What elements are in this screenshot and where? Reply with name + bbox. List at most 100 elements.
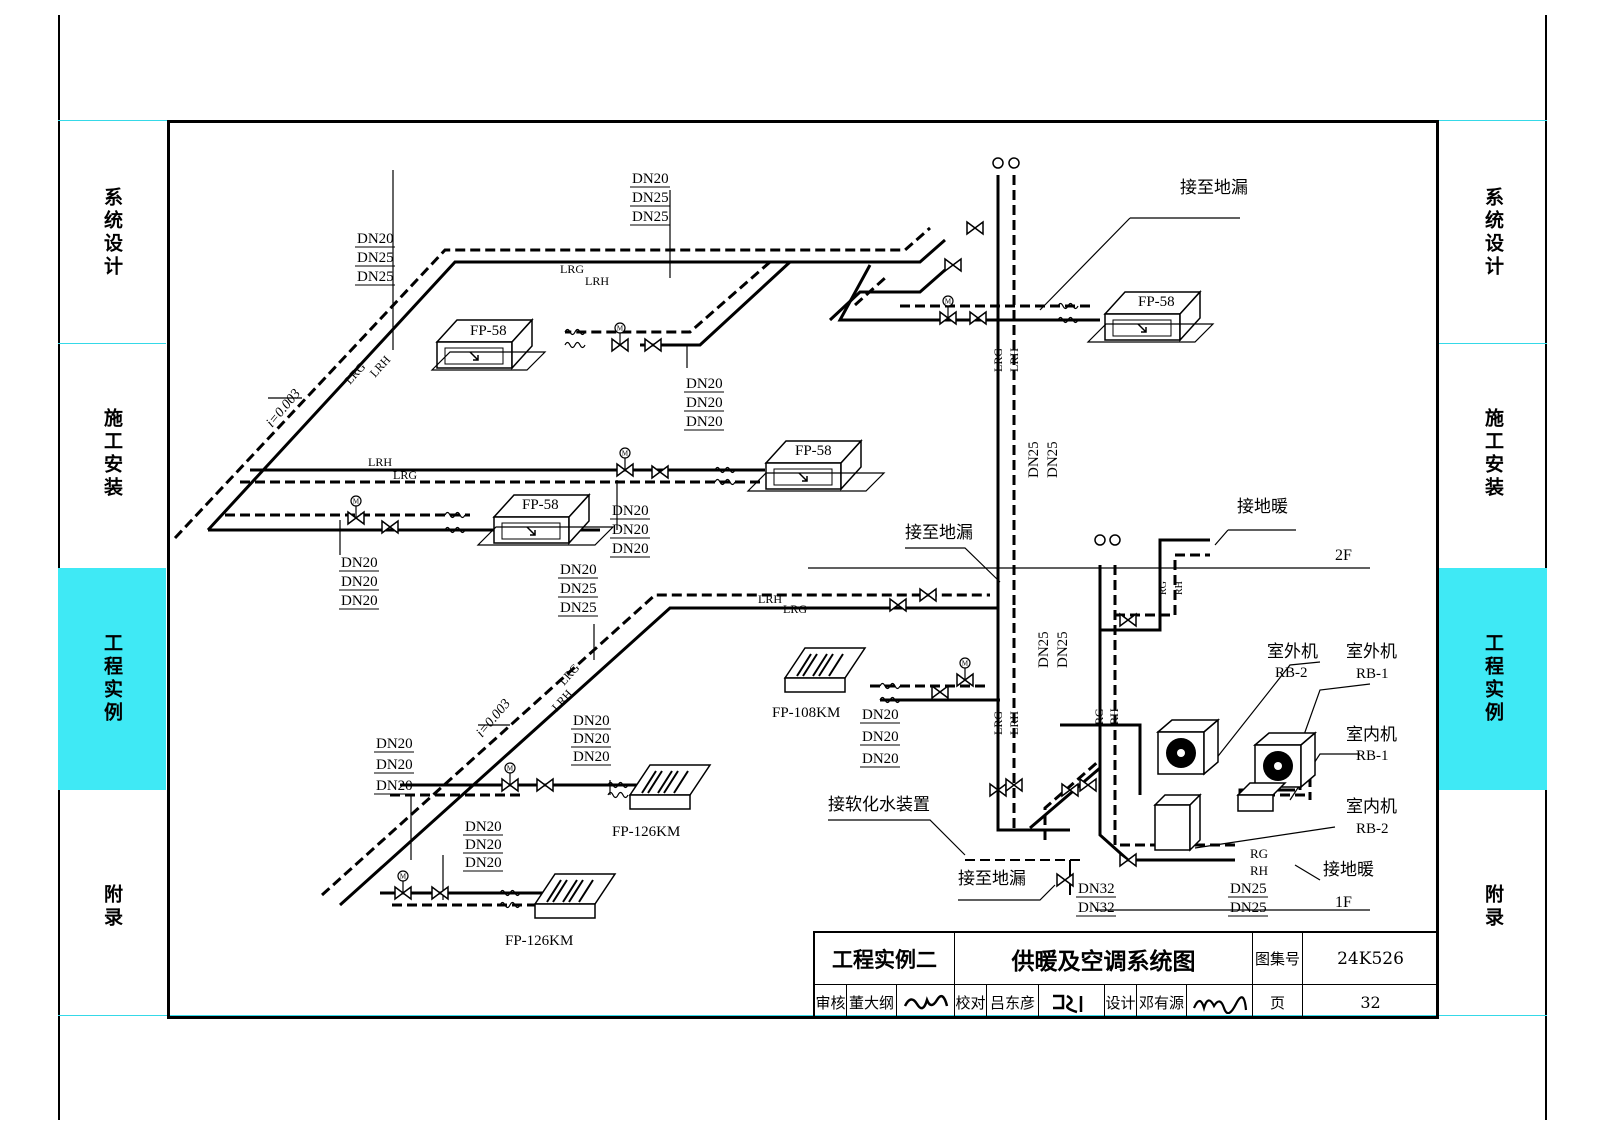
size-label: DN25 (1045, 441, 1061, 478)
size-label: DN20 (686, 414, 723, 430)
tab-construction[interactable]: 施工安装 (58, 343, 166, 565)
fp108-label: FP-108KM (772, 705, 840, 721)
note-floor-drain-2: 接至地漏 (905, 523, 973, 542)
cyan-guide-r1 (1439, 343, 1547, 344)
size-stack-mid-upper: DN20 DN20 DN20 (686, 376, 723, 430)
size-stack-left-lower: DN20 DN20 DN20 (341, 555, 378, 609)
fp126-label-a: FP-126KM (612, 824, 680, 840)
left-sidebar: 系统设计 施工安装 工程实例 附录 (58, 123, 166, 1020)
lrh-tag-riser-2: LRH (1007, 711, 1021, 735)
leader-lines (268, 170, 1371, 911)
lrh-tag-4: LRH (367, 353, 394, 380)
outdoor-rb1-code: RB-1 (1356, 666, 1389, 682)
reviewer-name: 董大纲 (848, 993, 894, 1012)
tab-label: 施工安装 (101, 408, 123, 500)
tab-label: 工程实例 (101, 633, 123, 725)
size-label: DN25 (1036, 631, 1052, 668)
checker-name: 吕东彦 (989, 993, 1035, 1012)
cyan-guide-bottom (58, 1015, 1547, 1016)
tab-project-examples-right[interactable]: 工程实例 (1439, 568, 1547, 790)
right-sidebar: 系统设计 施工安装 工程实例 附录 (1439, 123, 1547, 1020)
size-label: DN20 (686, 376, 723, 392)
reviewer-cell: 董大纲 (847, 985, 897, 1019)
indoor-unit-rb1 (1236, 782, 1287, 812)
size-label: DN25 (560, 600, 597, 616)
rh-tag-1f: RH (1250, 863, 1268, 878)
size-stack-dn25: DN25 DN25 (1230, 881, 1267, 916)
page-label: 页 (1269, 993, 1285, 1012)
fp126-unit-a (629, 764, 711, 810)
title-block: 工程实例二 供暖及空调系统图 图集号 24K526 审核 董大纲 校对 吕东彦 … (813, 931, 1438, 1019)
tab-appendix[interactable]: 附录 (58, 793, 166, 1020)
designer-name: 邓有源 (1138, 993, 1184, 1012)
size-label: DN20 (573, 731, 610, 747)
design-label-cell: 设计 (1105, 985, 1137, 1019)
fp126-unit-b (534, 873, 616, 919)
tab-project-examples[interactable]: 工程实例 (58, 568, 166, 790)
slope-lower: i=0.003 (474, 697, 514, 741)
tab-appendix-right[interactable]: 附录 (1439, 793, 1547, 1020)
rg-tag-1f: RG (1250, 846, 1268, 861)
designer-signature (1192, 996, 1247, 1014)
size-stack-top-left: DN20 DN25 DN25 (357, 231, 394, 285)
tab-label: 附录 (1482, 883, 1504, 930)
designer-signature-cell (1187, 985, 1253, 1019)
note-softener: 接软化水装置 (828, 795, 930, 814)
size-label: DN20 (465, 837, 502, 853)
tab-system-design-right[interactable]: 系统设计 (1439, 123, 1547, 343)
reviewer-signature (903, 994, 948, 1010)
fp126-label-b: FP-126KM (505, 933, 573, 949)
size-label: DN20 (465, 855, 502, 871)
tab-label: 系统设计 (101, 187, 123, 279)
lrg-tag-3: LRG (783, 602, 807, 616)
size-label: DN20 (573, 713, 610, 729)
page-no-cell: 32 (1303, 985, 1438, 1019)
lrg-tag-riser-1: LRG (991, 348, 1005, 372)
note-floor-drain-3: 接至地漏 (958, 869, 1026, 888)
fp58-label-d: FP-58 (522, 497, 559, 513)
rh-tag-2f: RH (1174, 581, 1185, 595)
outdoor-rb2-label: 室外机 (1267, 642, 1318, 661)
pipe-network (173, 175, 1312, 907)
size-label: DN20 (612, 522, 649, 538)
fp108-unit (784, 647, 866, 693)
size-stack-fp108: DN20 DN20 DN20 (862, 707, 899, 767)
project-name: 工程实例二 (832, 946, 937, 972)
fp58-label-c: FP-58 (795, 443, 832, 459)
size-label: DN20 (612, 541, 649, 557)
text-layer: FP-58 FP-58 FP-58 FP-58 FP-108KM FP-126K… (264, 171, 1397, 949)
rh-tag-riser: RH (1107, 708, 1121, 725)
size-stack-bottom-mid-b: DN20 DN20 DN20 (465, 819, 502, 871)
indoor-rb1-label: 室内机 (1346, 725, 1397, 744)
indoor-unit-rb2 (1154, 794, 1201, 851)
tab-system-design[interactable]: 系统设计 (58, 123, 166, 343)
drawing-title: 供暖及空调系统图 (1011, 947, 1196, 975)
indoor-rb1-code: RB-1 (1356, 748, 1389, 764)
drawing-frame (167, 120, 1439, 1019)
size-stack-mid-center: DN20 DN20 DN20 (612, 503, 649, 557)
size-label: DN20 (862, 707, 899, 723)
size-label: DN20 (357, 231, 394, 247)
indoor-rb2-label: 室内机 (1346, 797, 1397, 816)
outdoor-unit-rb1 (1254, 732, 1316, 788)
note-floor-heat-2: 接地暖 (1323, 860, 1374, 879)
tab-construction-right[interactable]: 施工安装 (1439, 343, 1547, 565)
outdoor-rb2-code: RB-2 (1275, 665, 1308, 681)
fp58-label-a: FP-58 (470, 323, 507, 339)
size-stack-center-lower: DN20 DN25 DN25 (560, 562, 597, 616)
review-label: 审核 (815, 993, 846, 1012)
size-label: DN25 (357, 269, 394, 285)
page-label-cell: 页 (1253, 985, 1303, 1019)
lrh-tag-2: LRH (368, 455, 392, 469)
left-margin-line (58, 15, 60, 1120)
size-label: DN20 (573, 749, 610, 765)
note-1f: 1F (1335, 894, 1352, 911)
page-number: 32 (1360, 992, 1381, 1012)
right-margin-line (1545, 15, 1547, 1120)
size-stack-bottom-mid-a: DN20 DN20 DN20 (573, 713, 610, 765)
size-label: DN32 (1078, 900, 1115, 916)
size-label: DN20 (376, 778, 413, 794)
note-2f: 2F (1335, 547, 1352, 564)
note-floor-heat-1: 接地暖 (1237, 497, 1288, 516)
